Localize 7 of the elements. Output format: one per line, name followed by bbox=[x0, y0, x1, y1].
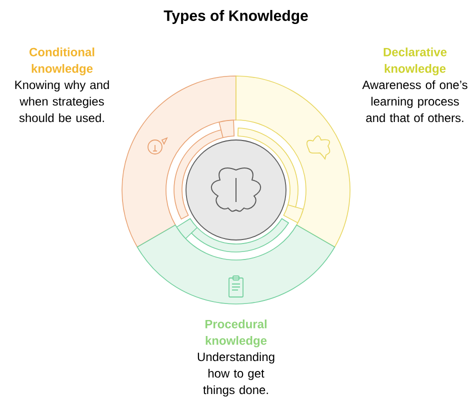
segment-description: Awareness of one’s learning process and that of others. bbox=[362, 80, 468, 122]
title: Types of Knowledge bbox=[164, 10, 308, 24]
segment-description: Understanding how to get things done. bbox=[198, 352, 274, 397]
segment-heading: Procedural knowledge bbox=[205, 320, 267, 348]
segment-heading: Conditional knowledge bbox=[30, 48, 94, 76]
segment-description: Knowing why and when strategies should be used. bbox=[15, 80, 109, 122]
segment-heading: Declarative knowledge bbox=[384, 48, 447, 76]
